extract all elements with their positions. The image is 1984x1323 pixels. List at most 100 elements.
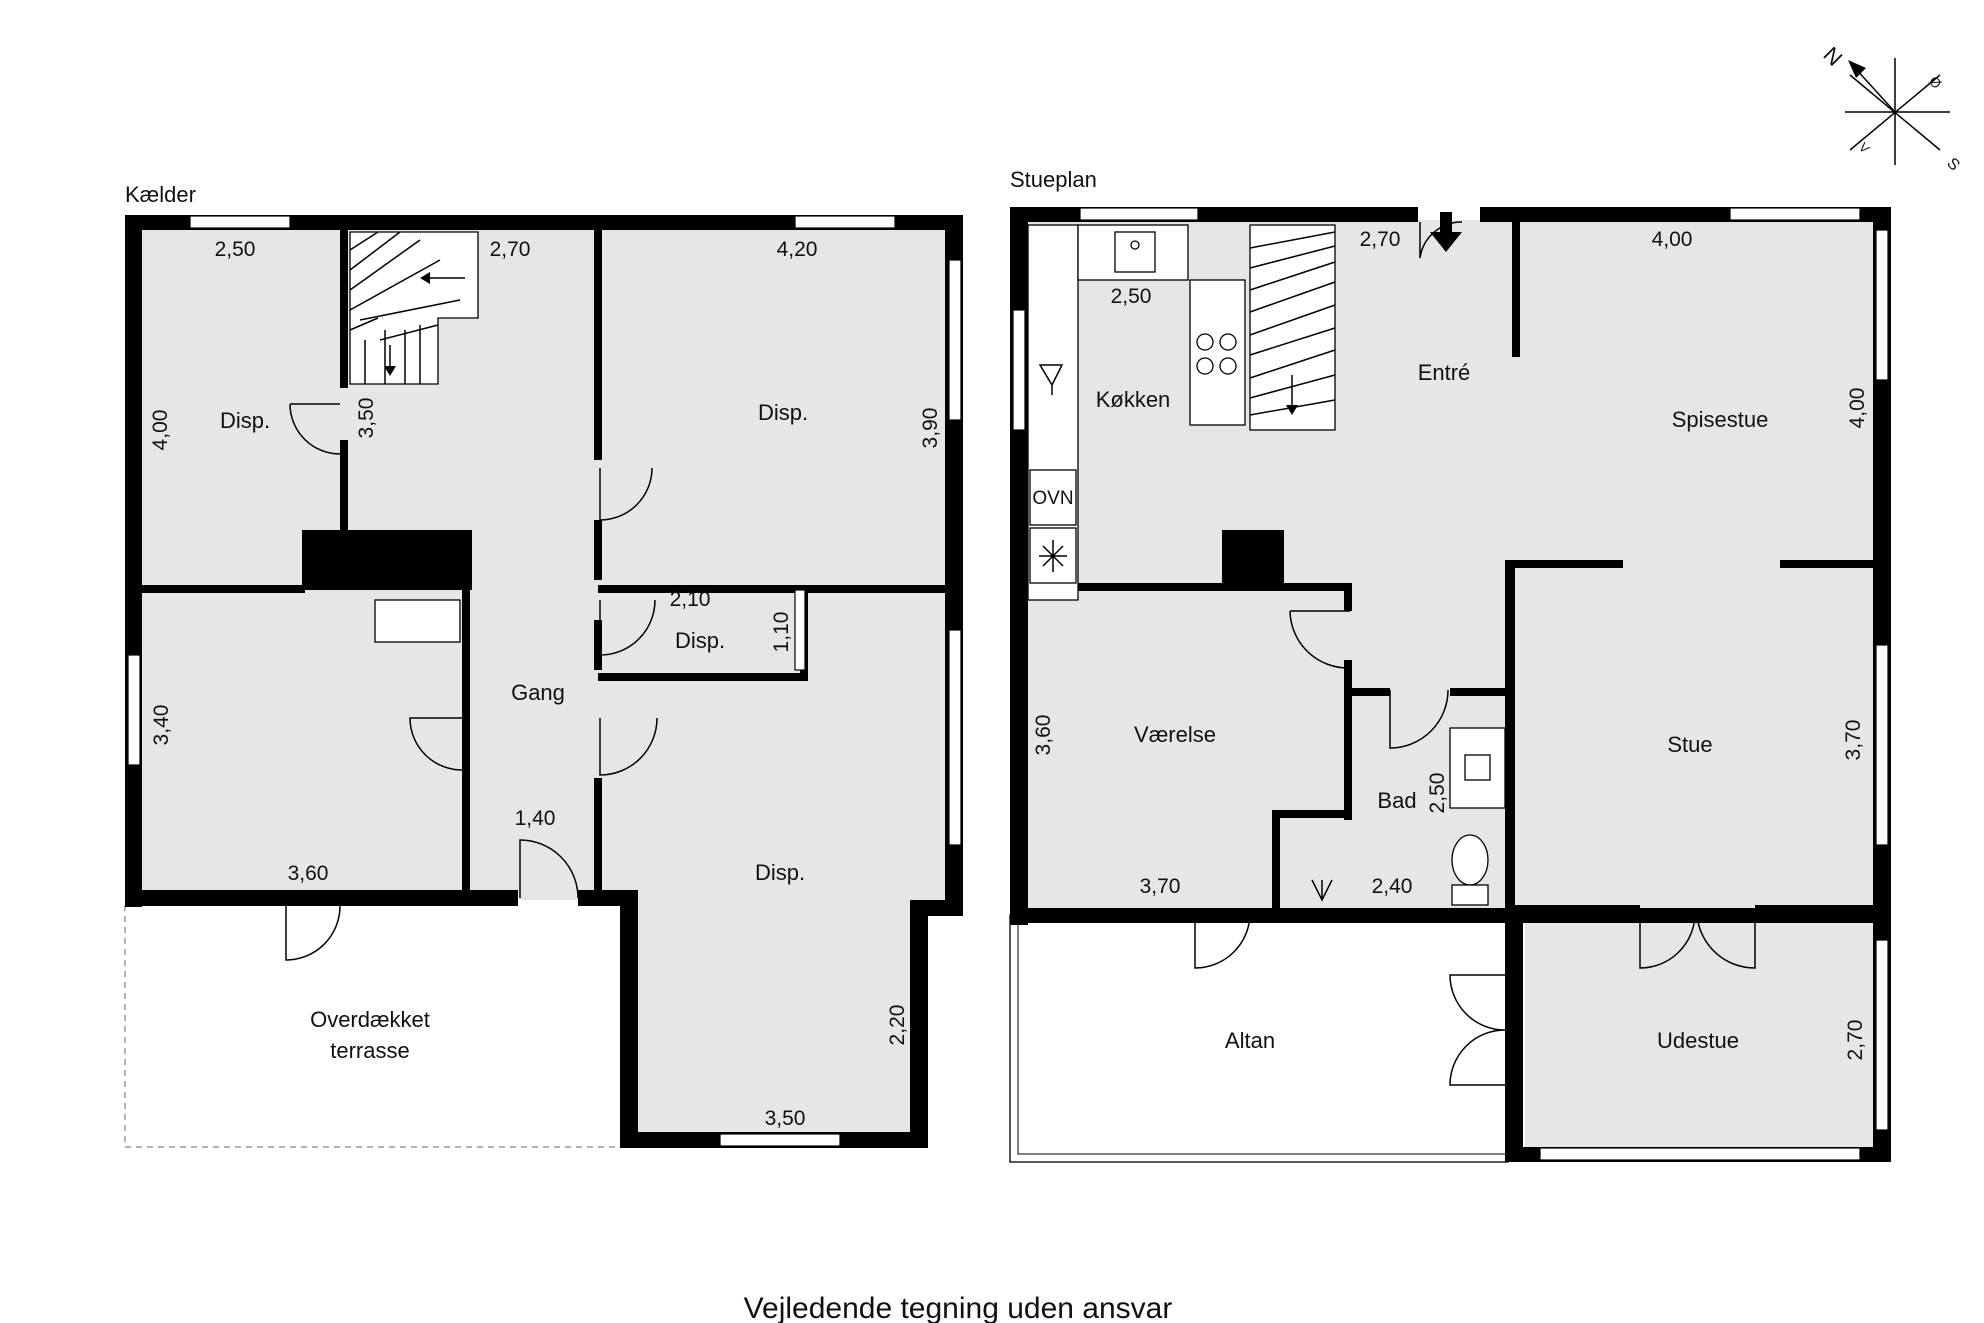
compass-east: Ø — [1926, 73, 1945, 92]
ground-wall-entre-east — [1512, 222, 1520, 357]
basement-door — [519, 839, 579, 899]
basement-plan: Kælder Disp. Disp. Gang Disp. Disp. Over… — [124, 182, 963, 1148]
dimension-label: 2,10 — [670, 588, 711, 611]
basement-wall-gang-east-mid — [594, 520, 602, 580]
basement-north-wall — [125, 215, 963, 230]
basement-wall-stair-west — [340, 228, 348, 388]
ground-window — [1729, 207, 1861, 221]
dimension-label: 3,70 — [1842, 720, 1865, 761]
basement-window — [189, 215, 291, 229]
ground-window — [1012, 309, 1026, 431]
room-label: Entré — [1418, 360, 1471, 385]
toilet-tank-icon — [1451, 884, 1489, 906]
dimension-label: 2,70 — [1844, 1020, 1867, 1061]
ground-staircase — [1249, 224, 1336, 431]
dimension-label: 2,20 — [886, 1005, 909, 1046]
basement-window — [948, 629, 962, 846]
ground-door — [1289, 610, 1350, 669]
ground-double-door — [1449, 974, 1506, 1086]
dimension-label: 2,50 — [215, 238, 256, 261]
ground-wall-stue-west — [1505, 560, 1515, 910]
room-label: Bad — [1377, 788, 1416, 813]
ground-udestue-floor — [1525, 910, 1882, 1152]
basement-door — [289, 403, 341, 455]
dimension-label: 4,20 — [777, 238, 818, 261]
ground-window — [1875, 229, 1889, 381]
compass-north: N — [1818, 42, 1847, 71]
basement-se-wall-west — [620, 890, 638, 1148]
dimension-label: 3,50 — [355, 398, 378, 439]
basement-window — [127, 654, 141, 766]
room-label: Udestue — [1657, 1028, 1739, 1053]
basement-window — [794, 215, 896, 229]
stair-arrow-icon — [384, 366, 396, 376]
room-label: Gang — [511, 680, 565, 705]
covered-terrace-outline — [124, 905, 620, 1148]
ground-wall-bad-north — [1350, 688, 1390, 696]
ground-north-wall-west — [1010, 207, 1418, 222]
basement-wall-ne-room-south — [598, 585, 948, 593]
stove-icon — [1196, 333, 1237, 375]
dimension-label: 2,40 — [1372, 875, 1413, 898]
snowflake-icon — [1039, 540, 1067, 572]
basement-builtin-cabinet — [374, 599, 461, 643]
basement-window — [794, 589, 806, 671]
basement-door — [599, 599, 656, 656]
basement-title: Kælder — [125, 182, 196, 207]
basement-wall-gang-east — [594, 228, 602, 460]
ground-window — [1875, 939, 1889, 1131]
ground-wall-udestue-north-east — [1755, 905, 1890, 920]
dimension-label: 2,50 — [1111, 285, 1152, 308]
ground-double-door — [1639, 914, 1756, 969]
room-label: Spisestue — [1672, 407, 1769, 432]
kitchen-fixtures: OVN — [1027, 224, 1246, 601]
dimension-label: 2,70 — [490, 238, 531, 261]
room-label: Disp. — [755, 860, 805, 885]
dimension-label: 4,00 — [1652, 228, 1693, 251]
ground-wall-vaerelse-step — [1272, 810, 1352, 818]
ground-wall-bad-north-east — [1450, 688, 1510, 696]
basement-se-wall-east — [910, 900, 928, 1148]
ground-wall-udestue-north-west — [1505, 905, 1640, 920]
basement-chimney — [302, 530, 472, 590]
compass-south: S — [1943, 155, 1963, 175]
dimension-label: 1,10 — [770, 612, 793, 653]
disclaimer-text: Vejledende tegning uden ansvar — [744, 1292, 1173, 1323]
basement-room-ne-floor — [600, 228, 950, 590]
stair-arrow-icon — [1286, 405, 1298, 415]
basement-window — [719, 1133, 841, 1147]
room-label: Køkken — [1096, 387, 1171, 412]
basement-wall-west-rooms — [140, 585, 305, 593]
basement-door — [409, 717, 463, 771]
oven-icon — [1029, 469, 1077, 526]
dimension-label: 2,70 — [1360, 228, 1401, 251]
ground-window — [1875, 644, 1889, 846]
room-label: Stue — [1667, 732, 1712, 757]
room-label: Disp. — [758, 400, 808, 425]
basement-wall-gang-east-lower — [594, 620, 602, 670]
north-arrow-icon — [1848, 60, 1866, 78]
sink-tap-icon — [1130, 240, 1140, 250]
ground-wall-stue-north-east — [1780, 560, 1880, 568]
floor-drain-icon — [1311, 879, 1333, 902]
ground-chimney — [1222, 530, 1284, 586]
ground-wall-stub — [1344, 583, 1352, 611]
basement-south-wall-west — [125, 890, 518, 906]
stair-arrow-icon — [420, 272, 430, 284]
entrance-arrow-icon — [1430, 212, 1462, 252]
basement-door — [285, 905, 341, 961]
basement-room-east-floor — [600, 585, 950, 905]
room-label: Disp. — [220, 408, 270, 433]
basement-door — [599, 717, 658, 776]
room-label: Altan — [1225, 1028, 1275, 1053]
altan-floor — [1017, 921, 1509, 1155]
dimension-label: 3,70 — [1140, 875, 1181, 898]
dimension-label: 4,00 — [149, 410, 172, 451]
basement-wall-stair-west-lower — [340, 440, 348, 530]
dimension-label: 3,90 — [919, 408, 942, 449]
ground-wall-vaerelse-east — [1344, 660, 1352, 820]
ground-south-wall — [1010, 908, 1880, 923]
ground-window — [1539, 1147, 1861, 1161]
ground-door — [1194, 914, 1251, 969]
